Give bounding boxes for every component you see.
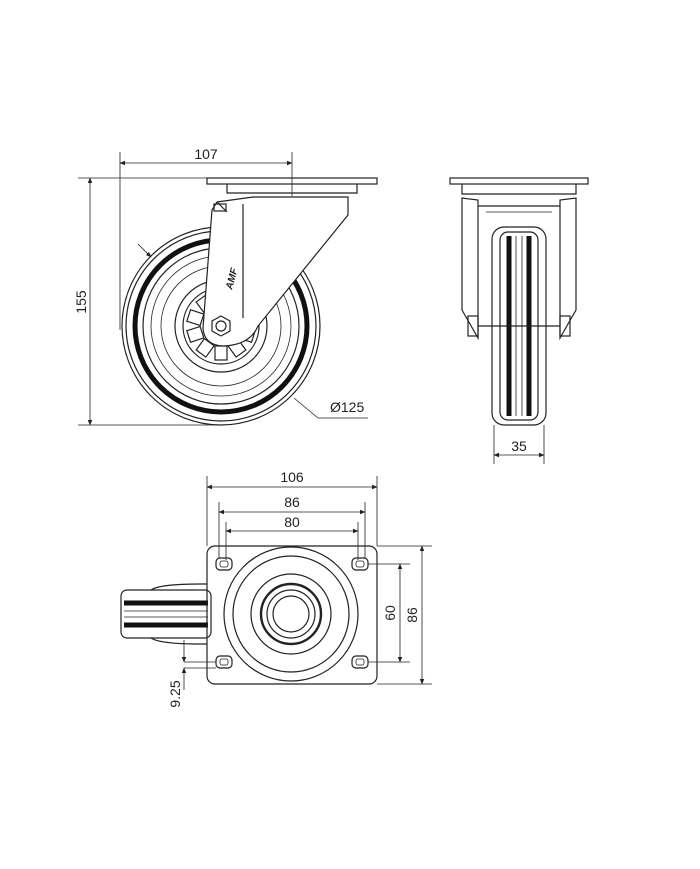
dim-wheel-width-label: 35 — [511, 438, 527, 454]
top-view-wheel — [120, 583, 212, 645]
dim-hole-diameter-label: 9.25 — [167, 680, 183, 707]
dim-hole-spacing-inner-label: 80 — [284, 514, 300, 530]
dim-height-label: 155 — [73, 290, 89, 314]
front-view: 35 — [449, 177, 589, 464]
side-view-axle-nut — [211, 315, 231, 337]
dim-offset-label: 107 — [194, 146, 218, 162]
side-view: AMF 107 155 Ø125 — [73, 146, 378, 426]
top-view: 106 86 80 60 86 9.25 — [120, 469, 432, 708]
dim-diameter-label: Ø125 — [330, 399, 364, 415]
side-view-fork — [202, 196, 349, 347]
top-plate — [206, 545, 378, 685]
dim-hole-spacing-side-label: 60 — [382, 605, 398, 621]
dim-plate-width-label: 106 — [280, 469, 304, 485]
dim-hole-spacing-outer-label: 86 — [284, 494, 300, 510]
dim-plate-depth-label: 86 — [404, 607, 420, 623]
